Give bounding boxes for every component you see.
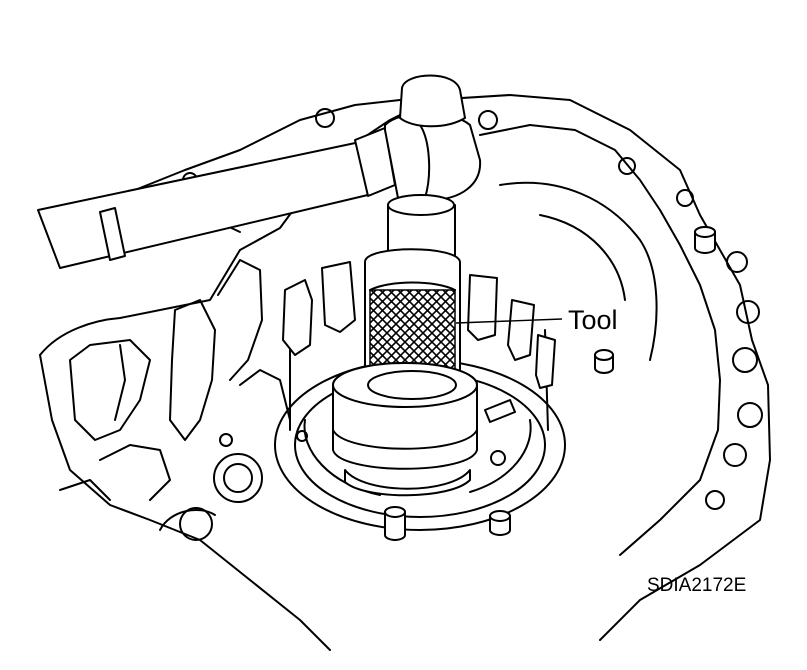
figure-code: SDIA2172E [647, 575, 747, 596]
case-left-details [59, 259, 291, 541]
clutch-drum-bore [274, 261, 566, 541]
tool-leader-line [455, 318, 563, 324]
transmission-case [39, 94, 771, 651]
tool-label: Tool [568, 305, 618, 335]
drift-tool [332, 194, 478, 497]
hammer [37, 74, 482, 269]
